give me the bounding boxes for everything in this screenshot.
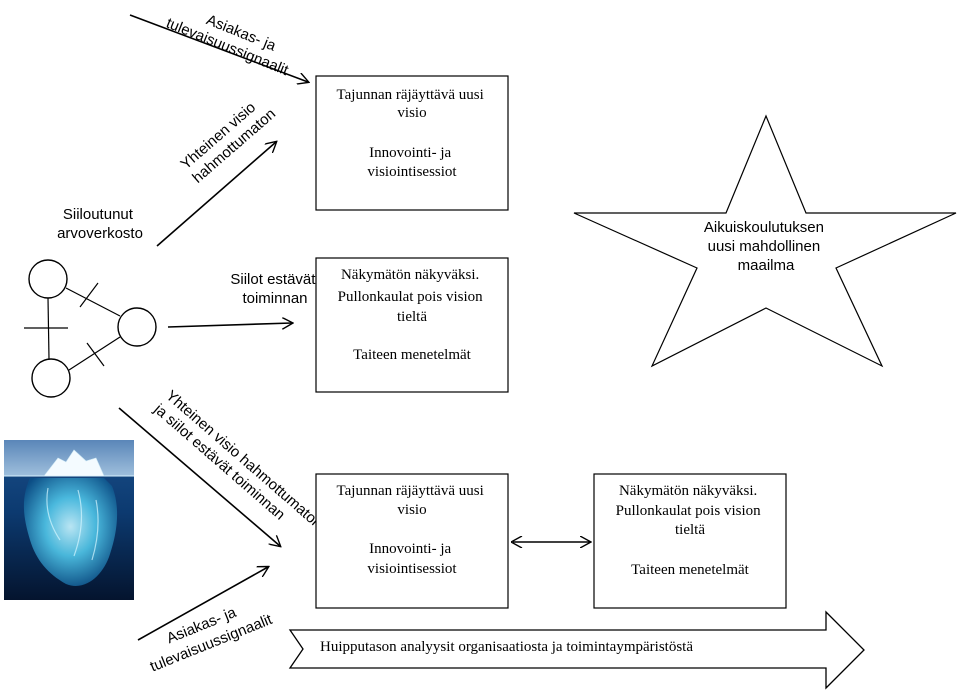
silo-node-top [28, 259, 68, 299]
network-label: Siiloutunut arvoverkosto [57, 206, 143, 242]
box-visible-bottom-text-2: Taiteen menetelmät [631, 562, 749, 578]
box-vision-top-text-1: Tajunnan räjäyttävä uusi visio [337, 87, 488, 121]
box-visible-bottom-text-1: Näkymätön näkyväksi. Pullonkaulat pois v… [616, 483, 765, 538]
signals-label-top: Asiakas- ja tulevaisuussignaalit [164, 0, 298, 79]
big-block-arrow-label: Huipputason analyysit organisaatiosta ja… [320, 639, 693, 655]
iceberg-image [4, 440, 134, 600]
box-visible-mid-text-2: Taiteen menetelmät [353, 347, 471, 363]
box-visible-mid [315, 257, 509, 393]
box-vision-bottom [315, 473, 509, 609]
box-vision-bottom-text-2: Innovointi- ja visiointisessiot [367, 541, 457, 577]
box-vision-top [315, 75, 509, 211]
big-block-arrow [288, 610, 865, 690]
box-visible-bottom [593, 473, 787, 609]
silo-node-bottom [31, 358, 71, 398]
signals-arrow-bottom [137, 567, 268, 641]
star-shape [573, 114, 957, 368]
box-vision-top-text-2: Innovointi- ja visiointisessiot [367, 145, 457, 180]
vision-arrow-upper [156, 142, 276, 247]
silo-node-right [117, 307, 157, 347]
signals-label-bottom: Asiakas- ja tulevaisuussignaalit [140, 592, 275, 675]
silos-label: Siilot estävät toiminnan [230, 271, 319, 307]
vision-label-lower: Yhteinen visio hahmottumaton ja siilot e… [150, 387, 329, 549]
box-vision-bottom-text-1: Tajunnan räjäyttävä uusi visio [337, 483, 488, 518]
box-visible-mid-text-1: Näkymätön näkyväksi. Pullonkaulat pois v… [338, 267, 487, 325]
star-label: Aikuiskoulutuksen uusi mahdollinen maail… [704, 219, 828, 274]
vision-label-upper: Yhteinen visio hahmottumaton [177, 92, 279, 187]
vision-arrow-lower [118, 407, 280, 546]
silos-arrow [167, 323, 292, 327]
silo-network [24, 259, 157, 398]
signals-arrow-top [129, 14, 308, 82]
